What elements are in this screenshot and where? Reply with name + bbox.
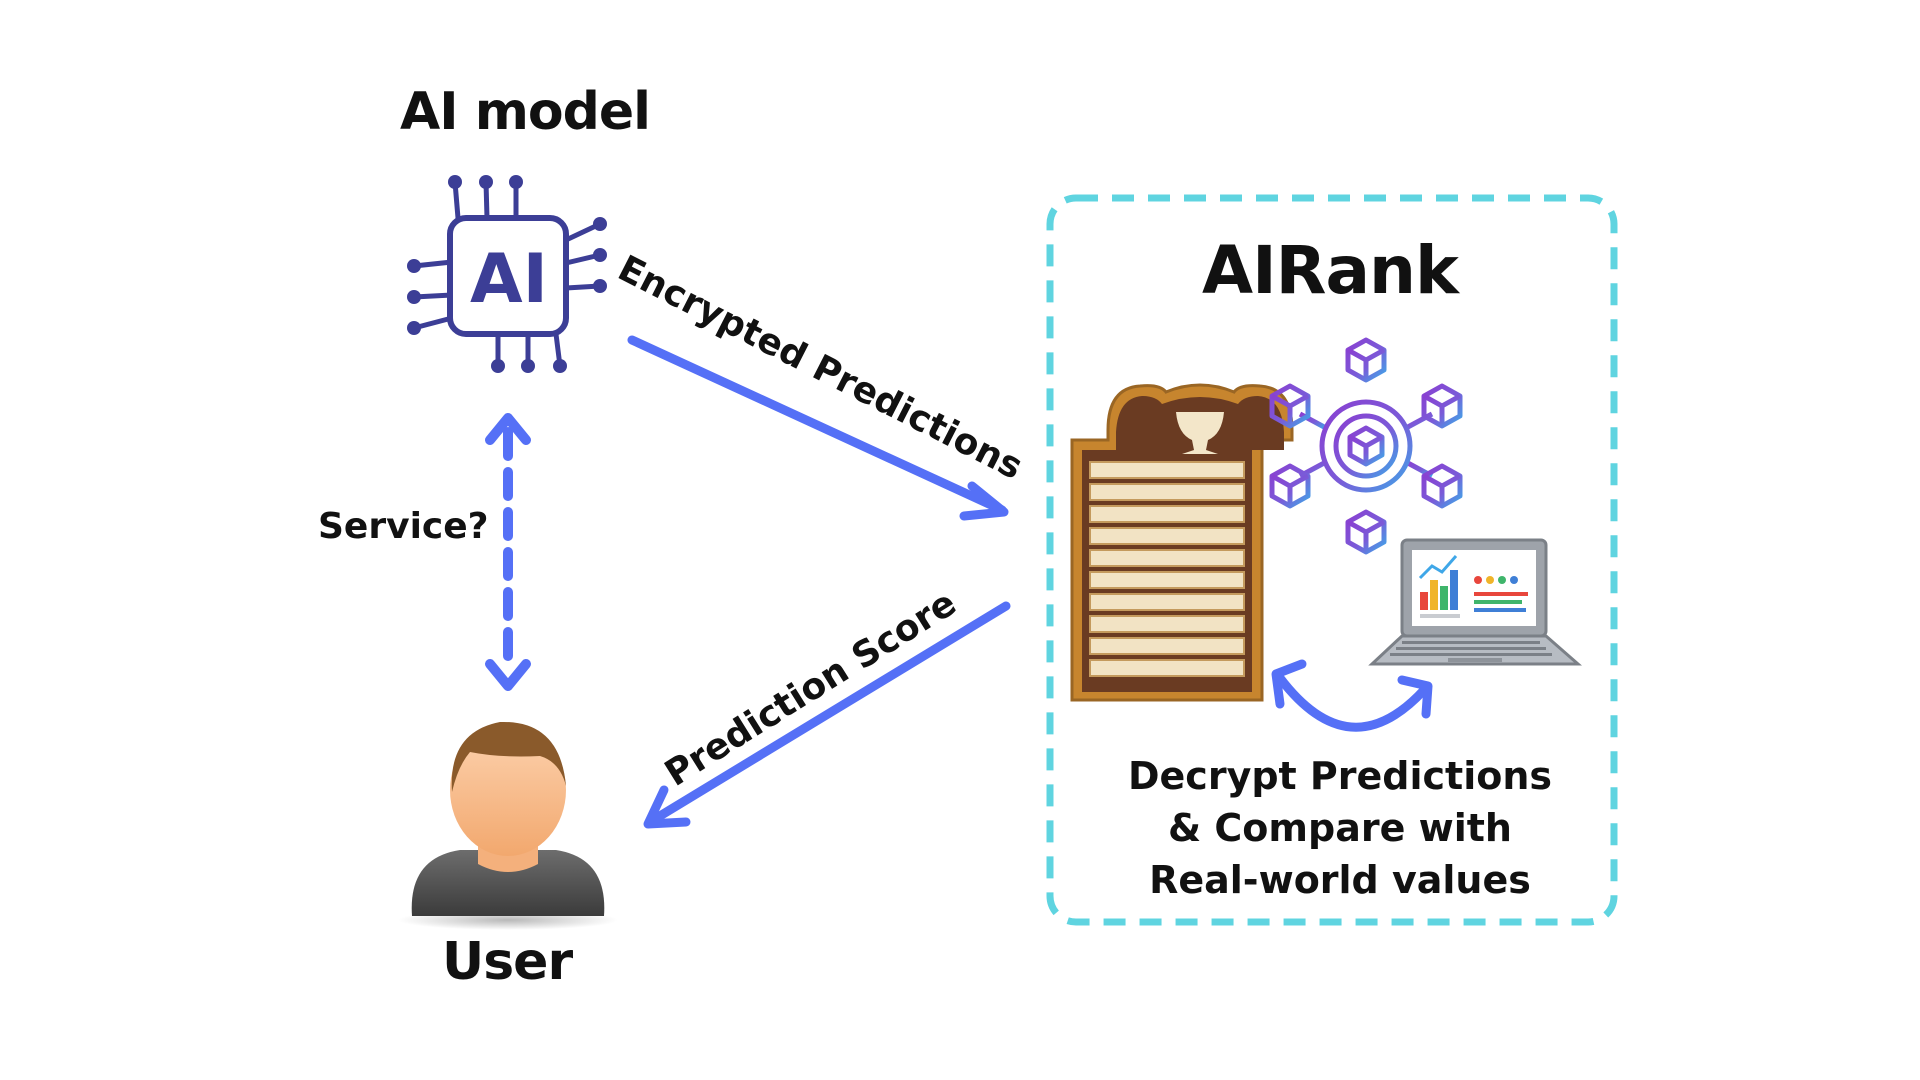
airank-container: [1046, 194, 1618, 926]
prediction-score-arrow: [643, 601, 1011, 829]
blockchain-network-icon: [1269, 337, 1463, 555]
airank-title: AIRank: [1202, 232, 1459, 309]
chip-text: AI: [470, 240, 548, 319]
user-avatar-icon: [398, 721, 618, 930]
decrypt-compare-caption: Decrypt Predictions & Compare with Real-…: [1127, 754, 1553, 902]
ai-chip-icon: [407, 175, 607, 373]
user-title: User: [442, 932, 573, 992]
compare-arrow: [1271, 659, 1433, 732]
service-label: Service?: [318, 506, 489, 547]
service-arrow: [485, 413, 531, 691]
ai-model-title: AI model: [400, 82, 651, 142]
trophy-leaderboard-icon: [1070, 383, 1294, 702]
encrypted-predictions-arrow: [627, 335, 1009, 521]
laptop-analytics-icon: [1368, 538, 1582, 666]
